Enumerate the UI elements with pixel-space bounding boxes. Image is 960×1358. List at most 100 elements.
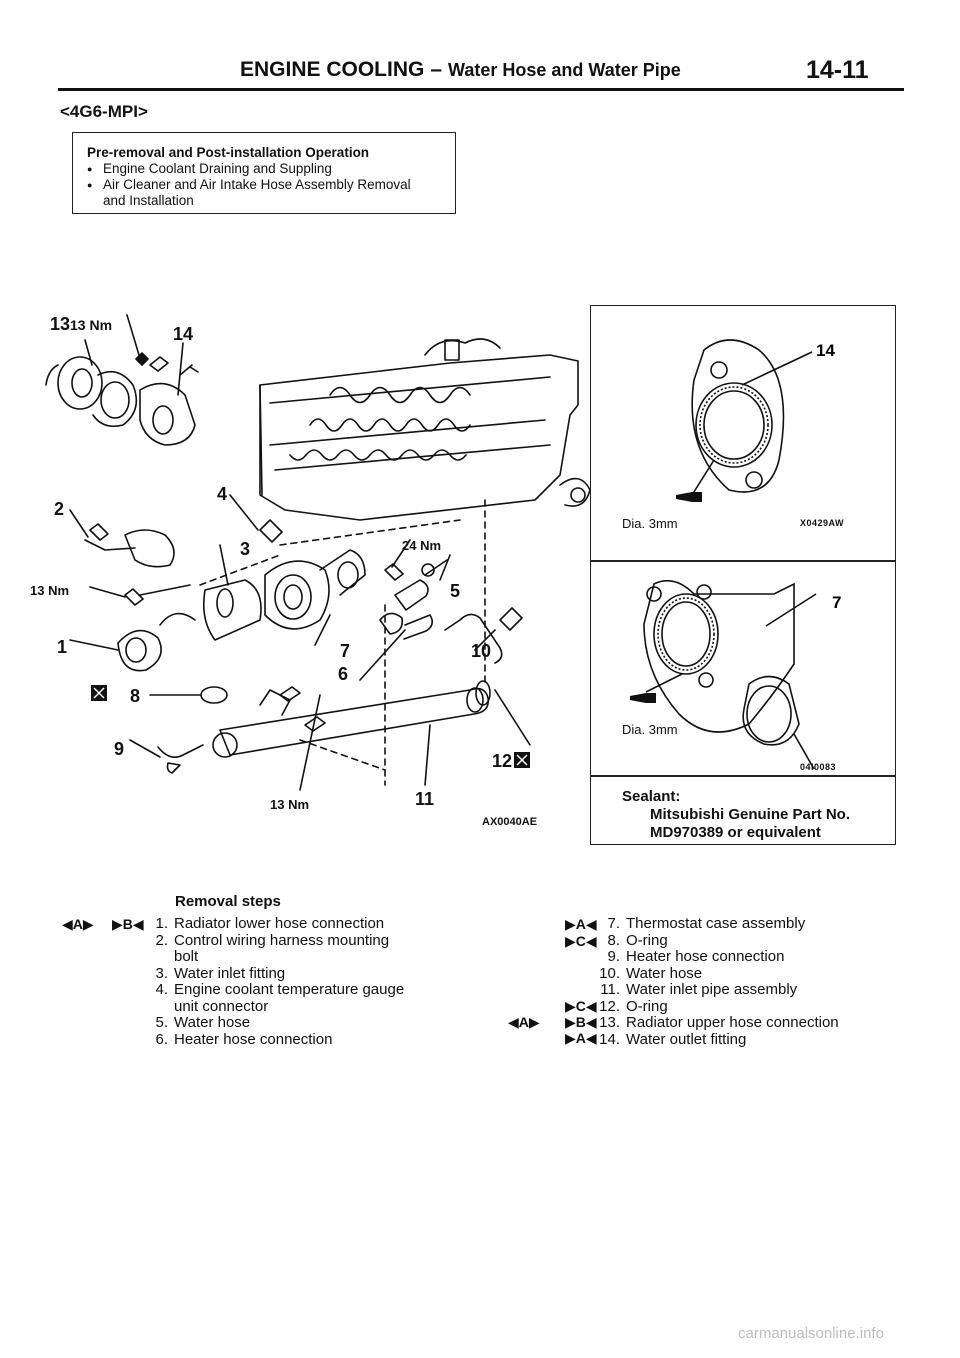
callout-1: 1 <box>57 637 67 657</box>
preremoval-list: Engine Coolant Draining and Suppling Air… <box>87 161 455 193</box>
step-number: 5. <box>155 1014 168 1031</box>
step-row: bolt <box>146 948 404 966</box>
step-row: 1. Radiator lower hose connection <box>146 915 404 933</box>
section-subtitle: Water Hose and Water Pipe <box>448 60 681 80</box>
detail-gasket-14: 14 <box>676 339 835 502</box>
step-number: 1. <box>155 915 168 932</box>
step-row: 2. Control wiring harness mounting <box>146 931 404 950</box>
step-number: 13. <box>599 1014 620 1031</box>
sealant-note: Sealant: Mitsubishi Genuine Part No. MD9… <box>622 788 850 842</box>
step-number: 10. <box>599 964 620 982</box>
step-number <box>146 999 174 1016</box>
new-part-icon <box>91 685 530 768</box>
callout-9: 9 <box>114 739 124 759</box>
step-row: 6.Heater hose connection <box>146 1030 404 1049</box>
service-marker-A: ▶A◀ <box>565 916 597 932</box>
step-number: 6. <box>155 1030 168 1048</box>
step-text: Water inlet fitting <box>174 964 286 982</box>
detail-code-mid: 04I0083 <box>800 762 837 772</box>
step-row: 3. Water inlet fitting <box>146 964 404 983</box>
step-text: Engine coolant temperature gauge <box>174 981 405 998</box>
step-number: 12. <box>599 997 620 1015</box>
step-row: 14. Water outlet fitting <box>598 1030 839 1049</box>
title-dash: – <box>430 58 443 81</box>
torque-label-mid: 24 Nm <box>402 538 441 553</box>
service-marker-b: ▶B◀ <box>112 916 144 932</box>
removal-steps-right: 7.Thermostat case assembly 8.O-ring 9. He… <box>598 915 839 1049</box>
step-number: 2. <box>155 931 168 949</box>
step-row: 8.O-ring <box>598 931 839 950</box>
detail-dia-top: Dia. 3mm <box>622 516 678 531</box>
torque-label-top: 13 Nm <box>70 317 112 333</box>
callout-6: 6 <box>338 664 348 684</box>
preremoval-box: Pre-removal and Post-installation Operat… <box>72 132 456 214</box>
step-number: 3. <box>155 964 168 982</box>
sealant-label: Sealant: <box>622 788 681 805</box>
exploded-diagram: 13 Nm 13 14 2 4 3 13 Nm 24 Nm 5 1 7 6 10… <box>30 314 590 828</box>
step-number: 14. <box>599 1030 620 1048</box>
callout-11: 11 <box>415 789 434 809</box>
removal-heading: Removal steps <box>175 893 281 910</box>
step-row: 13. Radiator upper hose connection <box>598 1014 839 1032</box>
step-text: unit connector <box>174 997 269 1015</box>
detail-divider <box>590 560 896 562</box>
detail-box <box>590 305 896 845</box>
callout-13: 13 <box>50 314 70 334</box>
step-row: 9. Heater hose connection <box>598 948 839 966</box>
preremoval-item-cont: and Installation <box>103 193 194 208</box>
service-marker-A: ▶A◀ <box>565 1030 597 1046</box>
preremoval-item: Air Cleaner and Air Intake Hose Assembly… <box>87 177 455 193</box>
callout-5: 5 <box>450 581 460 601</box>
step-text: Heater hose connection <box>626 948 785 965</box>
detail-callout-7: 7 <box>832 593 841 612</box>
step-text: Water hose <box>174 1014 251 1031</box>
preremoval-item: Engine Coolant Draining and Suppling <box>87 161 455 177</box>
step-number: 11. <box>600 981 620 998</box>
service-marker-a: ◀A▶ <box>508 1014 540 1030</box>
callout-12: 12 <box>492 751 512 771</box>
detail-dia-mid: Dia. 3mm <box>622 722 678 737</box>
page-number: 14-11 <box>806 56 869 84</box>
page-title: ENGINE COOLING–Water Hose and Water Pipe <box>240 58 681 82</box>
torque-label-bottom: 13 Nm <box>270 797 309 812</box>
step-text: Radiator upper hose connection <box>626 1014 839 1031</box>
callout-14: 14 <box>173 324 193 344</box>
service-marker-a: ◀A▶ <box>62 916 94 932</box>
callout-2: 2 <box>54 499 64 519</box>
callout-7: 7 <box>340 641 350 661</box>
step-row: 5. Water hose <box>146 1014 404 1032</box>
step-row: 12. O-ring <box>598 997 839 1016</box>
torque-label-left: 13 Nm <box>30 583 69 598</box>
step-number: 4. <box>155 981 168 998</box>
watermark: carmanualsonline.info <box>738 1325 884 1342</box>
step-text: O-ring <box>626 997 668 1015</box>
step-number: 9. <box>607 948 620 965</box>
removal-steps-left: 1. Radiator lower hose connection 2. Contr… <box>146 915 405 1049</box>
step-text: Control wiring harness mounting <box>174 931 390 949</box>
step-text: Water outlet fitting <box>626 1030 747 1048</box>
header-rule <box>58 88 904 91</box>
callout-3: 3 <box>240 539 250 559</box>
step-row: unit connector <box>146 997 404 1016</box>
callout-8: 8 <box>130 686 140 706</box>
step-text: bolt <box>174 948 199 965</box>
sealant-line-2: MD970389 or equivalent <box>650 824 821 841</box>
service-marker-b: ▶B◀ <box>565 1014 597 1030</box>
step-row: 7.Thermostat case assembly <box>598 915 839 933</box>
sealant-tube-icon <box>676 492 702 502</box>
step-row: 10.Water hose <box>598 964 839 983</box>
diagram-code: AX0040AE <box>482 816 537 828</box>
step-text: Water inlet pipe assembly <box>626 981 798 998</box>
engine-model: <4G6-MPI> <box>60 102 148 121</box>
sealant-line-1: Mitsubishi Genuine Part No. <box>650 806 851 823</box>
service-marker-C: ▶C◀ <box>565 933 597 949</box>
step-number: 7. <box>607 915 620 932</box>
sealant-tube-icon <box>630 693 656 703</box>
callout-10: 10 <box>471 641 491 661</box>
service-marker-C: ▶C◀ <box>565 998 597 1014</box>
detail-callout-14: 14 <box>816 341 835 360</box>
step-text: Radiator lower hose connection <box>174 915 385 932</box>
detail-divider <box>590 775 896 777</box>
callout-4: 4 <box>217 484 227 504</box>
step-text: O-ring <box>626 931 668 949</box>
